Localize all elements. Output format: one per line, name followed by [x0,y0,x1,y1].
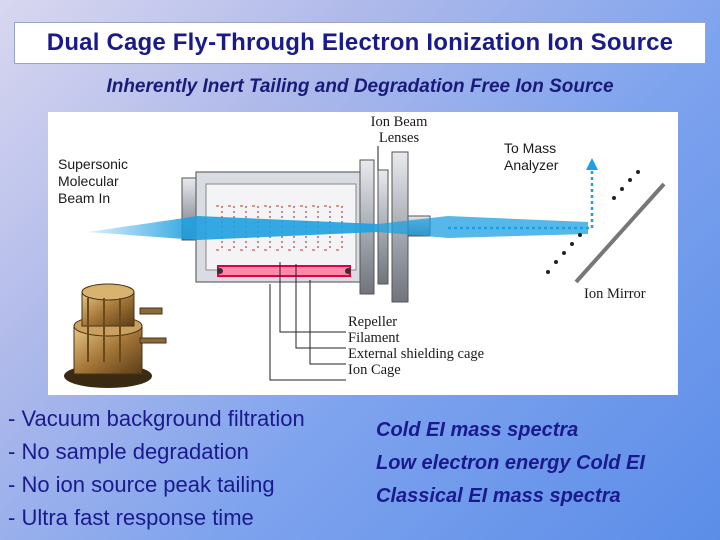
analyzer-label: To Mass Analyzer [504,140,558,174]
lenses-line-2: Lenses [378,130,420,146]
label-leaders [269,146,379,381]
ion-path [448,158,598,230]
feature-item: - No sample degradation [8,439,249,464]
analyzer-line-1: To Mass [504,140,557,156]
shielding-cage-label: External shielding cage [348,346,485,362]
feature-list: - Vacuum background filtration - No samp… [8,402,305,534]
feature-item: - No ion source peak tailing [8,472,275,497]
spectra-item: Cold EI mass spectra [376,419,579,441]
beam-in-line-3: Beam In [58,190,111,206]
parts-labels: Repeller Filament External shielding cag… [348,314,484,378]
analyzer-line-2: Analyzer [504,157,559,173]
page-title: Dual Cage Fly-Through Electron Ionizatio… [46,29,674,56]
diagram-graphic [64,146,666,388]
spectra-item: Classical EI mass spectra [376,485,621,507]
lenses-line-1: Ion Beam [370,114,428,130]
beam-in-label: Supersonic Molecular Beam In [58,156,128,207]
beam-in-line-2: Molecular [58,173,119,189]
ion-mirror [546,170,666,284]
ion-mirror-label: Ion Mirror [584,286,646,302]
molecular-beam [88,216,588,240]
spectra-list: Cold EI mass spectra Low electron energy… [376,414,645,513]
ion-source-diagram: Supersonic Molecular Beam In Ion Beam Le… [48,112,678,395]
arrow-up-icon [586,158,598,170]
spectra-item: Low electron energy Cold EI [376,452,645,474]
filament [217,265,351,277]
subtitle: Inherently Inert Tailing and Degradation… [106,76,614,97]
repeller-label: Repeller [348,314,398,330]
feature-item: - Ultra fast response time [8,505,254,530]
beam-in-line-1: Supersonic [58,156,129,172]
title-box: Dual Cage Fly-Through Electron Ionizatio… [14,22,706,64]
ion-cage-label: Ion Cage [348,362,401,378]
feature-item: - Vacuum background filtration [8,406,305,431]
filament-label: Filament [348,330,400,346]
lenses-label: Ion Beam Lenses [364,114,434,146]
ion-source-photo [64,283,167,388]
